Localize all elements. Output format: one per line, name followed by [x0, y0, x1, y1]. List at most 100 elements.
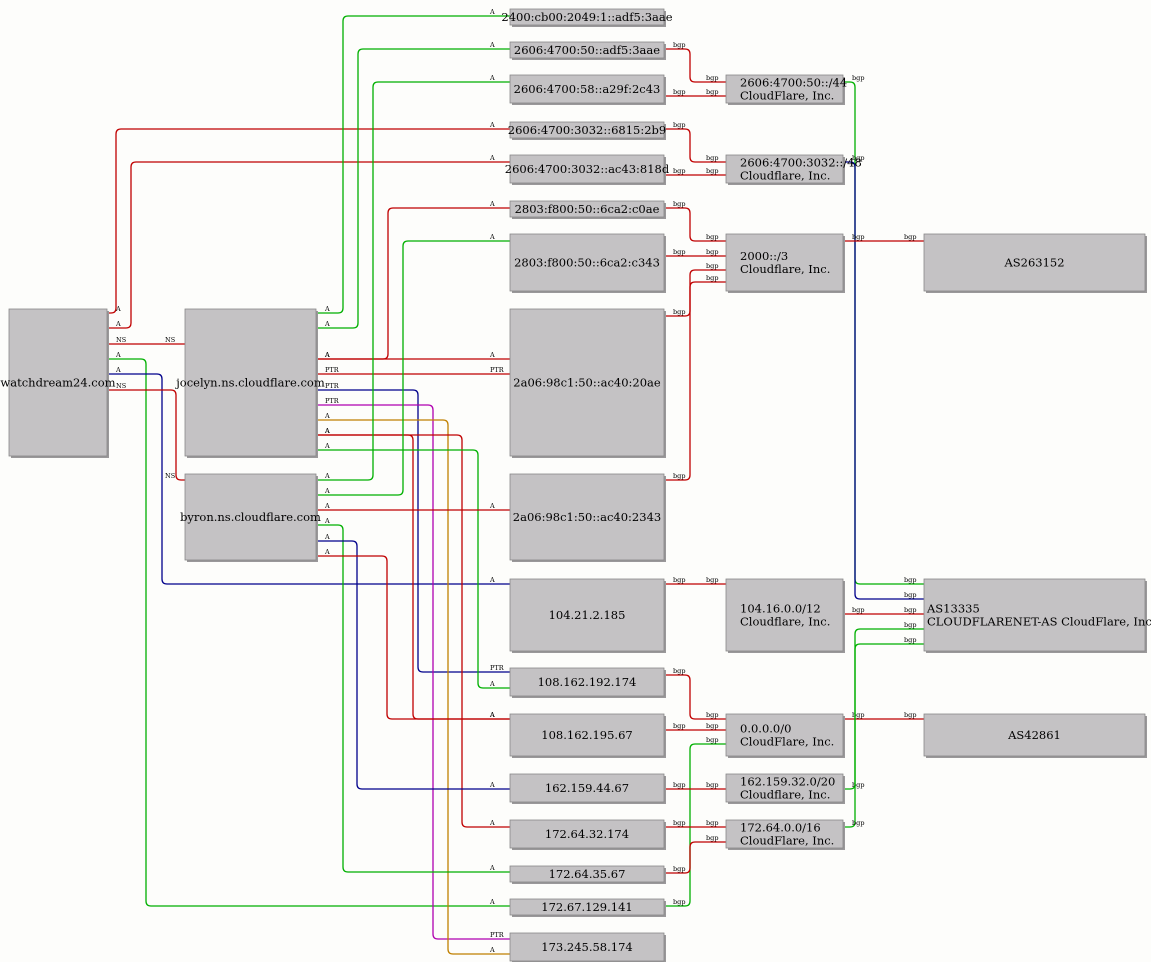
edge-label-tail: bgp	[673, 781, 685, 789]
node-label: 104.21.2.185	[549, 608, 626, 622]
edge-label-tail: A	[115, 305, 121, 313]
edge-jocelyn-ip4b	[316, 389, 510, 673]
node-ip4c[interactable]: 108.162.195.67	[509, 713, 666, 758]
edge-label-tail: A	[324, 502, 330, 510]
edge-label-head: A	[489, 121, 495, 129]
edge-label-tail: A	[324, 472, 330, 480]
edge-label-head: A	[489, 781, 495, 789]
edge-label-tail: bgp	[673, 819, 685, 827]
node-box	[509, 667, 665, 697]
edge-label-head: bgp	[706, 74, 718, 82]
edge-label-head: A	[489, 351, 495, 359]
edge-ip6f-pfx3	[664, 207, 726, 242]
nodes-layer: watchdream24.com jocelyn.ns.cloudflare.co…	[0, 8, 1151, 962]
node-box	[184, 473, 317, 561]
edge-jocelyn-ip6f	[316, 207, 510, 360]
edge-label-head: A	[489, 576, 495, 584]
node-jocelyn[interactable]: jocelyn.ns.cloudflare.com	[174, 308, 325, 458]
edge-label-tail: A	[324, 427, 330, 435]
node-label: CloudFlare, Inc.	[740, 735, 834, 749]
node-box	[725, 713, 844, 757]
node-label: Cloudflare, Inc.	[740, 169, 830, 183]
edge-label-head: bgp	[706, 248, 718, 256]
node-ip6f[interactable]: 2803:f800:50::6ca2:c0ae	[509, 200, 666, 219]
edge-label-head: PTR	[490, 664, 505, 672]
node-box	[725, 233, 844, 292]
edge-label-head: A	[489, 864, 495, 872]
node-box	[509, 578, 665, 652]
node-box	[509, 819, 665, 849]
node-box	[509, 74, 665, 104]
edge-label-head: bgp	[904, 591, 916, 599]
node-ip4d[interactable]: 162.159.44.67	[509, 773, 666, 804]
edge-label-tail: A	[324, 427, 330, 435]
edge-label-head: bgp	[706, 154, 718, 162]
edge-label-tail: bgp	[673, 865, 685, 873]
edge-jocelyn-ip6a	[316, 15, 510, 314]
node-ip6g[interactable]: 2803:f800:50::6ca2:c343	[509, 233, 666, 293]
node-label: 162.159.44.67	[545, 781, 629, 795]
node-ip4e[interactable]: 172.64.32.174	[509, 819, 666, 850]
edge-label-tail: bgp	[673, 200, 685, 208]
node-label: CloudFlare, Inc.	[740, 89, 834, 103]
edge-label-tail: A	[324, 320, 330, 328]
node-label: 108.162.195.67	[541, 728, 632, 742]
edge-label-tail: bgp	[673, 88, 685, 96]
edge-label-tail: bgp	[852, 781, 864, 789]
node-label: 2a06:98c1:50::ac40:20ae	[513, 376, 661, 390]
edge-ip4g-pfx5	[664, 743, 726, 907]
node-as263152[interactable]: AS263152	[923, 233, 1147, 293]
edge-label-head: A	[489, 711, 495, 719]
node-label: jocelyn.ns.cloudflare.com	[174, 376, 325, 390]
node-ip4h[interactable]: 173.245.58.174	[509, 932, 666, 962]
node-label: CLOUDFLARENET-AS CloudFlare, Inc.	[927, 615, 1151, 629]
node-box	[509, 8, 665, 26]
node-label: 2803:f800:50::6ca2:c343	[514, 256, 660, 270]
edge-label-tail: A	[324, 351, 330, 359]
edge-label-head: bgp	[904, 621, 916, 629]
node-label: AS42861	[1007, 728, 1061, 742]
node-watchdream[interactable]: watchdream24.com	[0, 308, 116, 458]
edge-label-tail: bgp	[673, 167, 685, 175]
node-box	[923, 233, 1146, 292]
node-ip4f[interactable]: 172.64.35.67	[509, 865, 666, 884]
edge-label-tail: NS	[116, 336, 126, 344]
node-ip6c[interactable]: 2606:4700:58::a29f:2c43	[509, 74, 666, 105]
edge-ip4f-pfx7	[664, 841, 726, 874]
node-ip6h[interactable]: 2a06:98c1:50::ac40:20ae	[509, 308, 666, 458]
node-ip6d[interactable]: 2606:4700:3032::6815:2b9	[508, 121, 666, 140]
edge-label-tail: PTR	[325, 397, 340, 405]
node-byron[interactable]: byron.ns.cloudflare.com	[180, 473, 321, 562]
edge-label-head: PTR	[490, 931, 505, 939]
node-ip6a[interactable]: 2400:cb00:2049:1::adf5:3aae	[501, 8, 673, 27]
node-ip6e[interactable]: 2606:4700:3032::ac43:818d	[505, 154, 670, 185]
edge-label-head: A	[489, 898, 495, 906]
edge-label-head: bgp	[706, 781, 718, 789]
node-ip6i[interactable]: 2a06:98c1:50::ac40:2343	[509, 473, 666, 562]
node-box	[923, 713, 1146, 757]
node-box	[509, 773, 665, 803]
node-ip6b[interactable]: 2606:4700:50::adf5:3aae	[509, 41, 666, 60]
edge-label-head: A	[489, 502, 495, 510]
edge-label-tail: bgp	[673, 898, 685, 906]
node-ip4g[interactable]: 172.67.129.141	[509, 898, 666, 917]
edge-label-head: NS	[165, 472, 175, 480]
node-ip4a[interactable]: 104.21.2.185	[509, 578, 666, 653]
edge-ip4b-pfx5	[664, 674, 726, 720]
edge-label-head: bgp	[904, 711, 916, 719]
edge-label-tail: A	[324, 442, 330, 450]
edge-ip6d-pfx2	[664, 128, 726, 163]
edge-label-head: bgp	[706, 167, 718, 175]
node-ip4b[interactable]: 108.162.192.174	[509, 667, 666, 698]
node-as42861[interactable]: AS42861	[923, 713, 1147, 758]
